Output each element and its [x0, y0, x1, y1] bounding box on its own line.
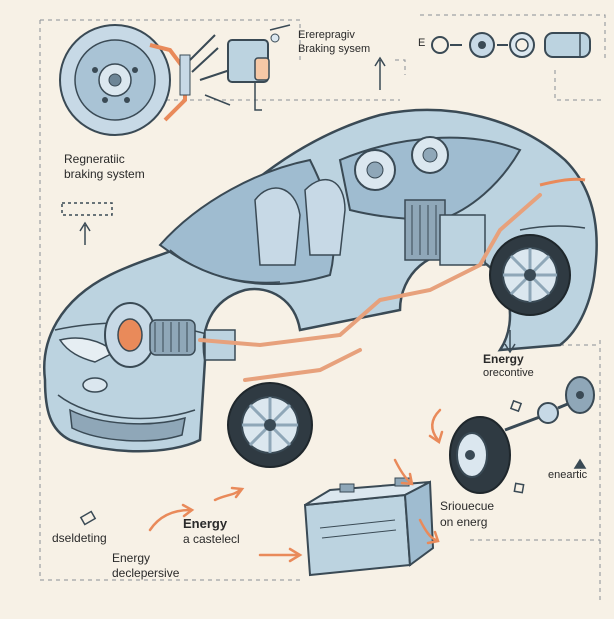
left-system-line2: braking system	[64, 166, 145, 181]
energy-bottom-line2: declepersive	[112, 565, 180, 580]
brake-disc-icon	[59, 24, 191, 136]
axle-icon	[431, 32, 591, 58]
enearatic-label: eneartic	[548, 469, 588, 481]
top-system-line1: Ererepragiv	[298, 29, 355, 41]
energy-center-label: Energy a castelecl	[183, 517, 240, 545]
left-system-label: Regneratiic braking system	[64, 153, 145, 180]
battery-icon	[303, 477, 435, 577]
electric-motor-icon	[104, 302, 236, 368]
energy-center-line1: Energy	[183, 516, 228, 531]
top-right-letter: E	[418, 37, 426, 49]
electric-motor-icon	[189, 24, 291, 111]
wheel-icon	[489, 234, 571, 316]
energy-right-line1: Energy	[483, 352, 524, 366]
top-system-label: Ererepragiv Braking sysem	[298, 29, 371, 55]
energy-bottom-label: Energy declepersive	[112, 552, 179, 579]
energy-right-label: Energy orecontive	[483, 353, 534, 379]
wheel-icon	[449, 376, 595, 494]
source-line1: Sriouecue	[440, 499, 495, 513]
energy-flow	[198, 193, 542, 382]
source-label: Sriouecue on energ	[440, 500, 494, 528]
energy-right-line2: orecontive	[483, 366, 534, 379]
source-line2: on energ	[440, 514, 488, 529]
energy-bottom-line1: Energy	[112, 551, 151, 565]
arrow-icon	[148, 408, 444, 563]
deslecting-label: dseldeting	[52, 531, 107, 545]
arrow-icon	[79, 56, 587, 469]
top-system-line2: Braking sysem	[298, 42, 371, 55]
wheel-icon	[227, 382, 313, 468]
decorative-marks	[61, 202, 525, 526]
left-system-line1: Regneratiic	[64, 152, 125, 166]
electric-motor-icon	[354, 136, 486, 266]
energy-center-line2: a castelecl	[183, 531, 240, 546]
